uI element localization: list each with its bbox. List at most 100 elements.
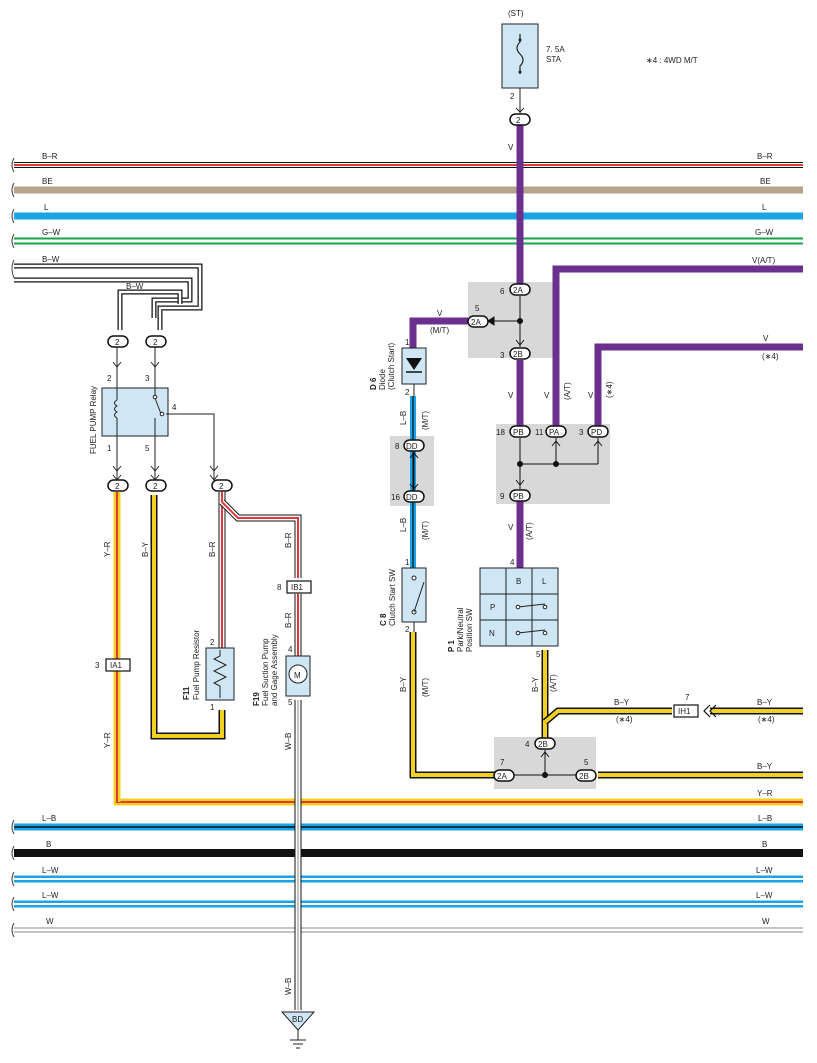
connector-ih1: IH1 7 bbox=[673, 693, 717, 718]
pump-name-1: Fuel Suction Pump bbox=[261, 638, 270, 706]
wire-v-d: V bbox=[508, 523, 514, 532]
wire-mt-1: (M/T) bbox=[421, 411, 430, 430]
clutch-code: C 8 bbox=[379, 613, 388, 626]
svg-text:2: 2 bbox=[115, 338, 120, 347]
wire-star4-right: (∗4) bbox=[762, 352, 779, 361]
svg-text:6: 6 bbox=[500, 287, 505, 296]
wire-v-main: V bbox=[508, 143, 514, 152]
svg-text:PA: PA bbox=[549, 428, 560, 437]
bus-be-label-right: BE bbox=[760, 177, 771, 186]
violet-wires bbox=[409, 124, 803, 568]
bus-b-r: B–R B–R bbox=[14, 152, 803, 168]
bus-w-label-right: W bbox=[762, 917, 770, 926]
wire-star4-mid: (∗4) bbox=[605, 381, 614, 398]
svg-text:5: 5 bbox=[288, 698, 293, 707]
ground-label: BD bbox=[292, 1015, 303, 1024]
bus-l-label-right: L bbox=[762, 203, 767, 212]
wire-wb-2: W–B bbox=[284, 978, 293, 995]
svg-text:2: 2 bbox=[115, 482, 120, 491]
fuse-circuit-label: (ST) bbox=[508, 9, 524, 18]
pnp-col-l: L bbox=[542, 577, 547, 586]
svg-text:2B: 2B bbox=[538, 740, 548, 749]
inline-connectors: IB1 8 IA1 3 IH1 7 bbox=[95, 580, 717, 718]
svg-text:IB1: IB1 bbox=[291, 583, 304, 592]
bus-l-w-1: L–W L–W bbox=[14, 866, 803, 883]
bus-l-b-label-left: L–B bbox=[42, 814, 56, 823]
connector-fuse-2: 2 bbox=[509, 113, 531, 126]
svg-text:8: 8 bbox=[395, 442, 400, 451]
fuel-pump-relay: FUEL PUMP Relay 2 3 1 5 4 bbox=[89, 347, 219, 481]
diode-sub: (Clutch Start) bbox=[387, 343, 396, 390]
wb-wire: W–B W–B bbox=[284, 700, 302, 1010]
svg-text:2B: 2B bbox=[513, 350, 523, 359]
wire-lb-2: L–B bbox=[399, 518, 408, 532]
connector-dd-8: DD 8 bbox=[395, 439, 425, 452]
connector-relay-bottom-1: 2 bbox=[107, 479, 129, 492]
bus-l-b: L–B L–B bbox=[14, 814, 803, 831]
wire-by-c8: B–Y bbox=[399, 676, 408, 692]
connector-2b-bottom-top: 2B 4 bbox=[525, 737, 556, 750]
svg-text:7: 7 bbox=[685, 693, 690, 702]
bus-l-w-2-label-left: L–W bbox=[42, 891, 59, 900]
svg-text:8: 8 bbox=[277, 583, 282, 592]
fuse-name: STA bbox=[546, 55, 562, 64]
wire-yr-2: Y–R bbox=[103, 732, 112, 748]
svg-text:2: 2 bbox=[219, 482, 224, 491]
svg-text:PD: PD bbox=[591, 428, 602, 437]
svg-text:5: 5 bbox=[584, 758, 589, 767]
fuse-rating: 7. 5A bbox=[546, 45, 565, 54]
wire-mt-3: (M/T) bbox=[421, 678, 430, 697]
svg-text:5: 5 bbox=[475, 304, 480, 313]
connector-relay-bottom-2: 2 bbox=[145, 479, 167, 492]
wire-at-2: (A/T) bbox=[525, 522, 534, 540]
connector-pd-3: PD 3 bbox=[579, 425, 609, 438]
connectors: 2 2A 6 2A 5 2B 3 PB 18 PA 11 bbox=[107, 113, 609, 782]
wire-star4-ih1-right: (∗4) bbox=[758, 715, 775, 724]
bus-b-label-left: B bbox=[46, 840, 51, 849]
wire-by-ih1-left: B–Y bbox=[614, 698, 630, 707]
svg-text:2: 2 bbox=[107, 374, 112, 383]
svg-text:9: 9 bbox=[500, 492, 505, 501]
by-wire-labels: B–Y (M/T) B–Y (A/T) B–Y (∗4) B–Y (∗4) B–… bbox=[141, 541, 775, 771]
lb-wire-labels: L–B (M/T) L–B (M/T) bbox=[399, 411, 430, 540]
fuse-sta: (ST) 7. 5A STA 2 bbox=[501, 9, 565, 114]
wire-v-b: V bbox=[544, 391, 550, 400]
diode-d6: 1 2 D 6 Diode (Clutch Start) bbox=[369, 338, 427, 397]
svg-text:4: 4 bbox=[172, 403, 177, 412]
by-wires bbox=[150, 495, 803, 779]
connector-ib1: IB1 8 bbox=[277, 580, 312, 594]
bus-l-w-1-label-left: L–W bbox=[42, 866, 59, 875]
connector-2a-mid: 2A 5 bbox=[467, 304, 489, 328]
bus-g-w-label-left: G–W bbox=[42, 228, 61, 237]
svg-text:3: 3 bbox=[579, 428, 584, 437]
wire-v-a: V bbox=[508, 391, 514, 400]
wire-at-3: (A/T) bbox=[549, 674, 558, 692]
wire-mt: (M/T) bbox=[430, 326, 449, 335]
wire-star4-ih1-left: (∗4) bbox=[616, 715, 633, 724]
bus-l-label-left: L bbox=[44, 203, 49, 212]
fuel-pump-resistor: 2 1 F11 Fuel Pump Resistor bbox=[182, 629, 235, 712]
wire-by-ih1-right: B–Y bbox=[757, 698, 773, 707]
svg-text:2A: 2A bbox=[513, 286, 523, 295]
svg-text:2: 2 bbox=[210, 638, 215, 647]
svg-text:IA1: IA1 bbox=[110, 661, 123, 670]
pnp-col-b: B bbox=[516, 577, 521, 586]
wire-wb-1: W–B bbox=[284, 733, 293, 750]
wire-v-c: V bbox=[588, 391, 594, 400]
svg-text:IH1: IH1 bbox=[678, 707, 691, 716]
diode-code: D 6 bbox=[369, 377, 378, 390]
bus-g-w: G–W G–W bbox=[14, 228, 803, 245]
svg-text:5: 5 bbox=[536, 650, 541, 659]
wire-by-relay: B–Y bbox=[141, 541, 150, 557]
pnp-name-2: Position SW bbox=[465, 608, 474, 652]
svg-text:4: 4 bbox=[288, 645, 293, 654]
bus-l-w-2-label-right: L–W bbox=[756, 891, 773, 900]
wire-yr-1: Y–R bbox=[103, 541, 112, 557]
svg-text:1: 1 bbox=[405, 338, 410, 347]
svg-text:2: 2 bbox=[153, 482, 158, 491]
clutch-start-switch: 1 2 C 8 Clutch Start SW bbox=[379, 558, 427, 634]
bus-b-r-label-left: B–R bbox=[42, 152, 58, 161]
wire-v-at-right: V(A/T) bbox=[752, 256, 775, 265]
diode-name: Diode bbox=[378, 369, 387, 390]
